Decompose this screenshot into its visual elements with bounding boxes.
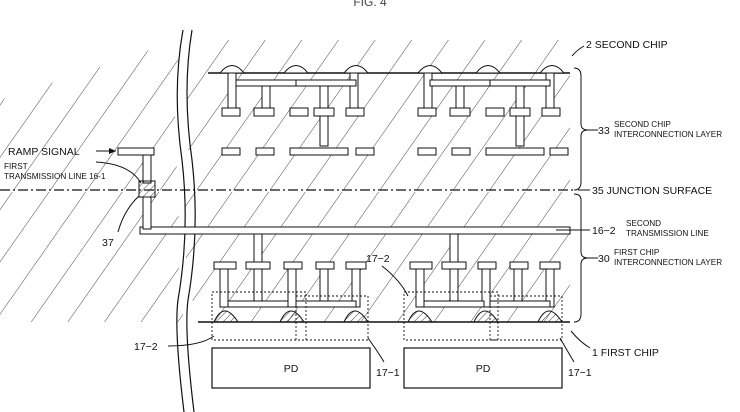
ref-17-2-center: 17−2 <box>366 253 390 265</box>
photodiode-right-label: PD <box>476 363 491 375</box>
second-transmission-line <box>139 226 571 235</box>
second-chip-interconnect <box>218 65 569 156</box>
ref-17-1-left: 17−1 <box>376 367 400 379</box>
first-chip-label: 1 FIRST CHIP <box>592 347 659 359</box>
first-chip-layer-label-2: INTERCONNECTION LAYER <box>614 258 722 267</box>
ref-37: 37 <box>102 237 114 249</box>
photodiode-left <box>211 347 371 389</box>
second-tl-label-1: SECOND <box>626 219 661 228</box>
transistor-boundaries <box>211 291 563 341</box>
ramp-signal-label: RAMP SIGNAL <box>8 146 80 158</box>
second-chip-layer-label-1: SECOND CHIP <box>614 120 671 129</box>
photodiode-left-label: PD <box>284 363 299 375</box>
first-transmission-line <box>117 147 156 230</box>
ref-17-1-right: 17−1 <box>568 367 592 379</box>
second-tl-number: 16−2 <box>592 225 616 237</box>
first-chip-layer-number: 30 <box>598 253 610 265</box>
break-line <box>186 29 196 412</box>
second-tl-label-2: TRANSMISSION LINE <box>626 229 709 238</box>
second-chip-label: 2 SECOND CHIP <box>586 39 668 51</box>
second-chip-layer-number: 33 <box>598 125 610 137</box>
layer-braces <box>573 67 589 323</box>
junction-surface-label: 35 JUNCTION SURFACE <box>592 185 712 197</box>
first-tl-label-2: TRANSMISSION LINE 16-1 <box>4 172 106 181</box>
ref-17-2-left: 17−2 <box>134 341 158 353</box>
first-tl-label-1: FIRST <box>4 162 28 171</box>
figure-title: FIG. 4 <box>353 0 387 9</box>
leader-lines <box>95 45 598 363</box>
ramp-signal-arrowhead <box>109 148 116 154</box>
photodiode-right <box>403 347 563 389</box>
first-chip-layer-label-1: FIRST CHIP <box>614 248 660 257</box>
second-chip-layer-label-2: INTERCONNECTION LAYER <box>614 130 722 139</box>
break-line <box>176 29 186 412</box>
